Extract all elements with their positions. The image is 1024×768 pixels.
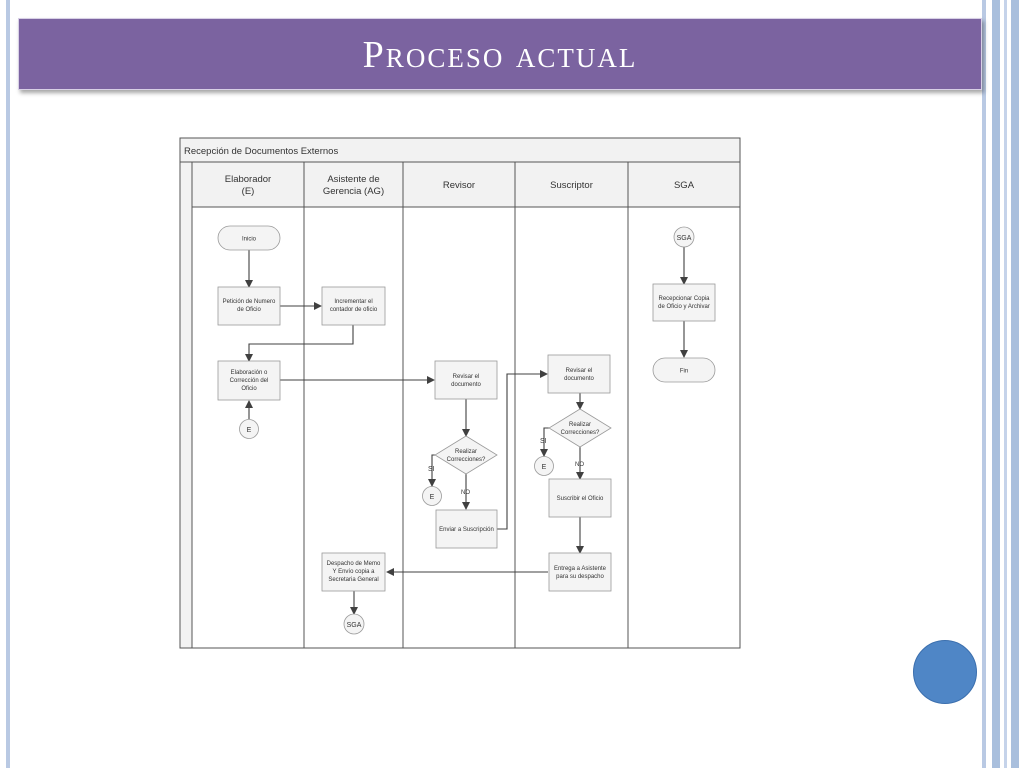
process-despacho: [321, 552, 386, 592]
process-peticion-label: de Oficio: [237, 307, 261, 313]
process-recepcionar-label: de Oficio y Archivar: [658, 304, 710, 310]
right-border-stripe: [1004, 0, 1007, 768]
right-border-stripe: [982, 0, 986, 768]
right-border-stripe: [1011, 0, 1019, 768]
process-elaboracion-label: Corrección del: [230, 378, 269, 384]
pool-title: Recepción de Documentos Externos: [184, 146, 338, 157]
connector-e-label: E: [542, 464, 547, 471]
arrow-incrementar-elaboracion: [245, 325, 354, 362]
lane-label-asistente: Asistente de: [327, 174, 379, 185]
connector-sga-top-label: SGA: [677, 235, 692, 242]
process-revisar-suscriptor-label: Revisar el: [566, 368, 593, 374]
decision-suscriptor-label: Realizar: [569, 422, 591, 428]
connector-sga-bottom: [343, 613, 365, 635]
process-revisar-suscriptor: [547, 354, 611, 394]
title-bar: Proceso actual: [18, 18, 982, 90]
lane-label-elaborador: Elaborador: [225, 174, 271, 185]
lane-label-elaborador-sub: (E): [242, 186, 255, 197]
process-enviar-suscripcion: [435, 509, 498, 549]
connector-sga-top: [673, 226, 695, 248]
slide-title: Proceso actual: [362, 34, 638, 76]
process-entrega: [548, 552, 612, 592]
process-recepcionar-label: Recepcionar Copia: [658, 296, 710, 302]
connector-e: [239, 419, 259, 439]
lane-label-suscriptor: Suscriptor: [550, 180, 593, 191]
end-node-label: Fin: [680, 369, 688, 375]
process-recepcionar: [652, 283, 716, 322]
decision-revisor-no: NO: [461, 490, 470, 496]
process-despacho-label: Y Envío copia a: [333, 569, 376, 575]
connector-e-label: E: [247, 427, 252, 434]
lane-label-revisor: Revisor: [443, 180, 475, 191]
left-border-stripe: [6, 0, 10, 768]
decision-revisor-label: Correcciones?: [447, 457, 486, 463]
process-elaboracion-label: Oficio: [241, 386, 257, 392]
process-enviar-suscripcion-label: Enviar a Suscripción: [439, 527, 494, 533]
lane-label-sga: SGA: [674, 180, 695, 191]
process-suscribir-label: Suscribir el Oficio: [557, 496, 604, 502]
process-incrementar-label: contador de oficio: [330, 307, 378, 313]
lane-header-suscriptor: [514, 161, 629, 208]
decision-suscriptor-no: NO: [575, 462, 584, 468]
end-node-fin: [652, 357, 716, 383]
decision-revisor-si: SI: [428, 466, 435, 473]
decision-revisor-label: Realizar: [455, 449, 477, 455]
lane-label-asistente-sub: Gerencia (AG): [323, 186, 384, 197]
process-elaboracion: [217, 360, 281, 401]
process-entrega-label: Entrega a Asistente: [554, 566, 607, 572]
decision-suscriptor-label: Correcciones?: [561, 430, 600, 436]
connector-e-label: E: [430, 494, 435, 501]
process-peticion: [217, 286, 281, 326]
connector-e: [534, 456, 554, 476]
lane-header-asistente: [303, 161, 404, 208]
arrow-decision-si-e-suscriptor: [540, 427, 549, 457]
process-revisar-revisor-label: documento: [451, 382, 481, 388]
decision-suscriptor: [548, 408, 612, 448]
lane-header-elaborador: [191, 161, 305, 208]
right-border-stripe: [992, 0, 1000, 768]
arrow-enviar-revisar-suscriptor: [497, 370, 548, 530]
pool-side-strip: [179, 161, 193, 649]
arrow-decision-si-e: [428, 454, 436, 487]
process-elaboracion-label: Elaboración o: [231, 370, 268, 376]
process-revisar-revisor: [434, 360, 498, 400]
process-entrega-label: para su despacho: [556, 574, 604, 580]
process-despacho-label: Secretaria General: [328, 577, 378, 583]
process-revisar-suscriptor-label: documento: [564, 376, 594, 382]
lane-header-sga: [627, 161, 741, 208]
decision-suscriptor-si: SI: [540, 438, 547, 445]
connector-sga-bottom-label: SGA: [347, 622, 362, 629]
process-revisar-revisor-label: Revisar el: [453, 374, 480, 380]
decision-revisor: [434, 435, 498, 475]
start-node-label: Inicio: [242, 237, 257, 243]
process-incrementar-label: Incrementar el: [334, 299, 372, 305]
start-node-inicio: [217, 225, 281, 251]
decorative-circle: [913, 640, 977, 704]
process-suscribir: [548, 478, 612, 518]
process-despacho-label: Despacho de Memo: [327, 561, 381, 567]
connector-e: [422, 486, 442, 506]
process-incrementar: [321, 286, 386, 326]
lane-header-revisor: [402, 161, 516, 208]
process-peticion-label: Petición de Numero: [223, 299, 276, 305]
